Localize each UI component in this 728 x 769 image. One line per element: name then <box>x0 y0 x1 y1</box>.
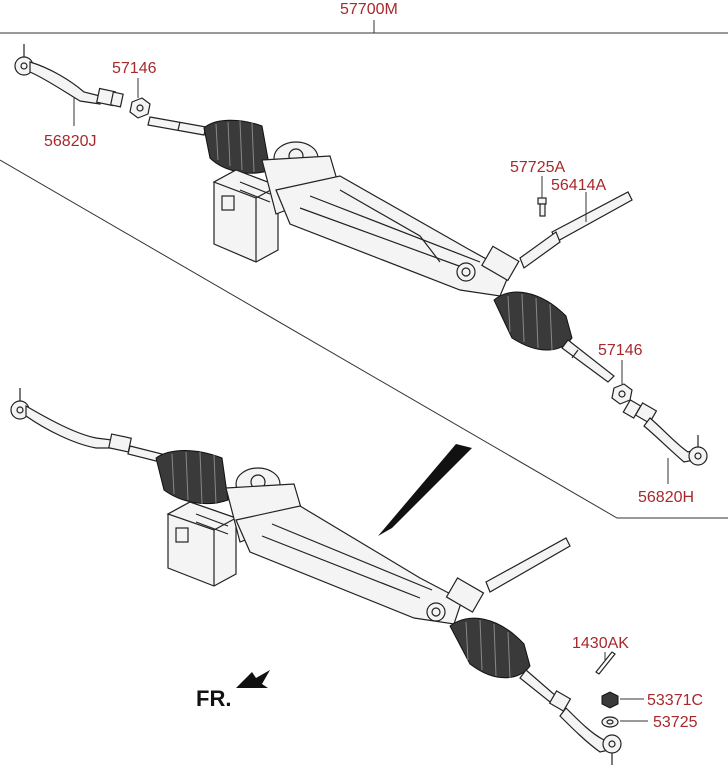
washer-53725 <box>601 716 619 728</box>
callout-56820H: 56820H <box>638 489 694 506</box>
nut-57146-top <box>129 97 151 119</box>
rack-housing-lower <box>235 505 571 625</box>
callout-53725: 53725 <box>653 714 698 731</box>
callout-57725A: 57725A <box>510 159 565 176</box>
callout-56820J: 56820J <box>44 133 97 150</box>
boot-lower-left <box>155 450 229 505</box>
cotter-pin-1430AK <box>595 651 616 675</box>
boot-upper-left <box>203 119 271 174</box>
inner-tie-rod-left <box>147 116 207 136</box>
callout-57146-top: 57146 <box>112 60 157 77</box>
tie-rod-end-right <box>622 399 708 466</box>
callout-1430AK: 1430AK <box>572 635 629 652</box>
tie-rod-end-lower-left <box>10 388 171 465</box>
front-label: FR. <box>196 686 231 711</box>
assembly-direction-arrow <box>378 444 472 536</box>
ecu-module-lower <box>166 501 238 587</box>
tie-rod-end-left <box>14 44 124 108</box>
input-shaft-56414A <box>519 191 633 269</box>
rack-housing-upper <box>275 175 520 297</box>
boot-upper-right <box>493 291 573 351</box>
inner-tie-rod-right <box>561 339 615 383</box>
callout-53371C: 53371C <box>647 692 703 709</box>
assembly-bracket <box>0 20 728 519</box>
callout-57700M: 57700M <box>340 1 398 18</box>
bolt-57725A <box>537 197 547 217</box>
leader-lines <box>73 78 669 722</box>
tie-rod-end-lower-right <box>519 669 622 765</box>
lower-assembly <box>10 388 622 765</box>
callout-57146-right: 57146 <box>598 342 643 359</box>
callout-56414A: 56414A <box>551 177 606 194</box>
front-direction-indicator <box>236 670 270 688</box>
boot-lower-right <box>449 617 531 679</box>
front-arrow-icon <box>236 670 270 688</box>
upper-assembly <box>14 44 708 466</box>
castle-nut-53371C <box>601 691 619 709</box>
